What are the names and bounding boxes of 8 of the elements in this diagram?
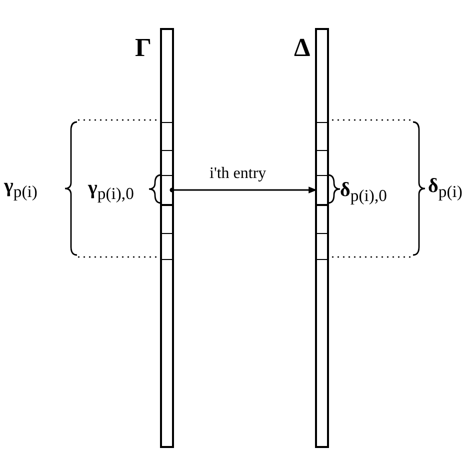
arrow — [170, 186, 317, 194]
math-label: γ$_{p(i)}$ — [4, 174, 38, 203]
array-title: Δ — [294, 33, 310, 63]
math-label: γ$_{p(i),0}$ — [88, 176, 134, 205]
array-title: Γ — [135, 33, 152, 63]
edge-label: i'th entry — [208, 165, 268, 183]
math-label: δ$_{p(i)}$ — [428, 174, 462, 203]
math-label: δ$_{p(i),0}$ — [340, 178, 387, 207]
